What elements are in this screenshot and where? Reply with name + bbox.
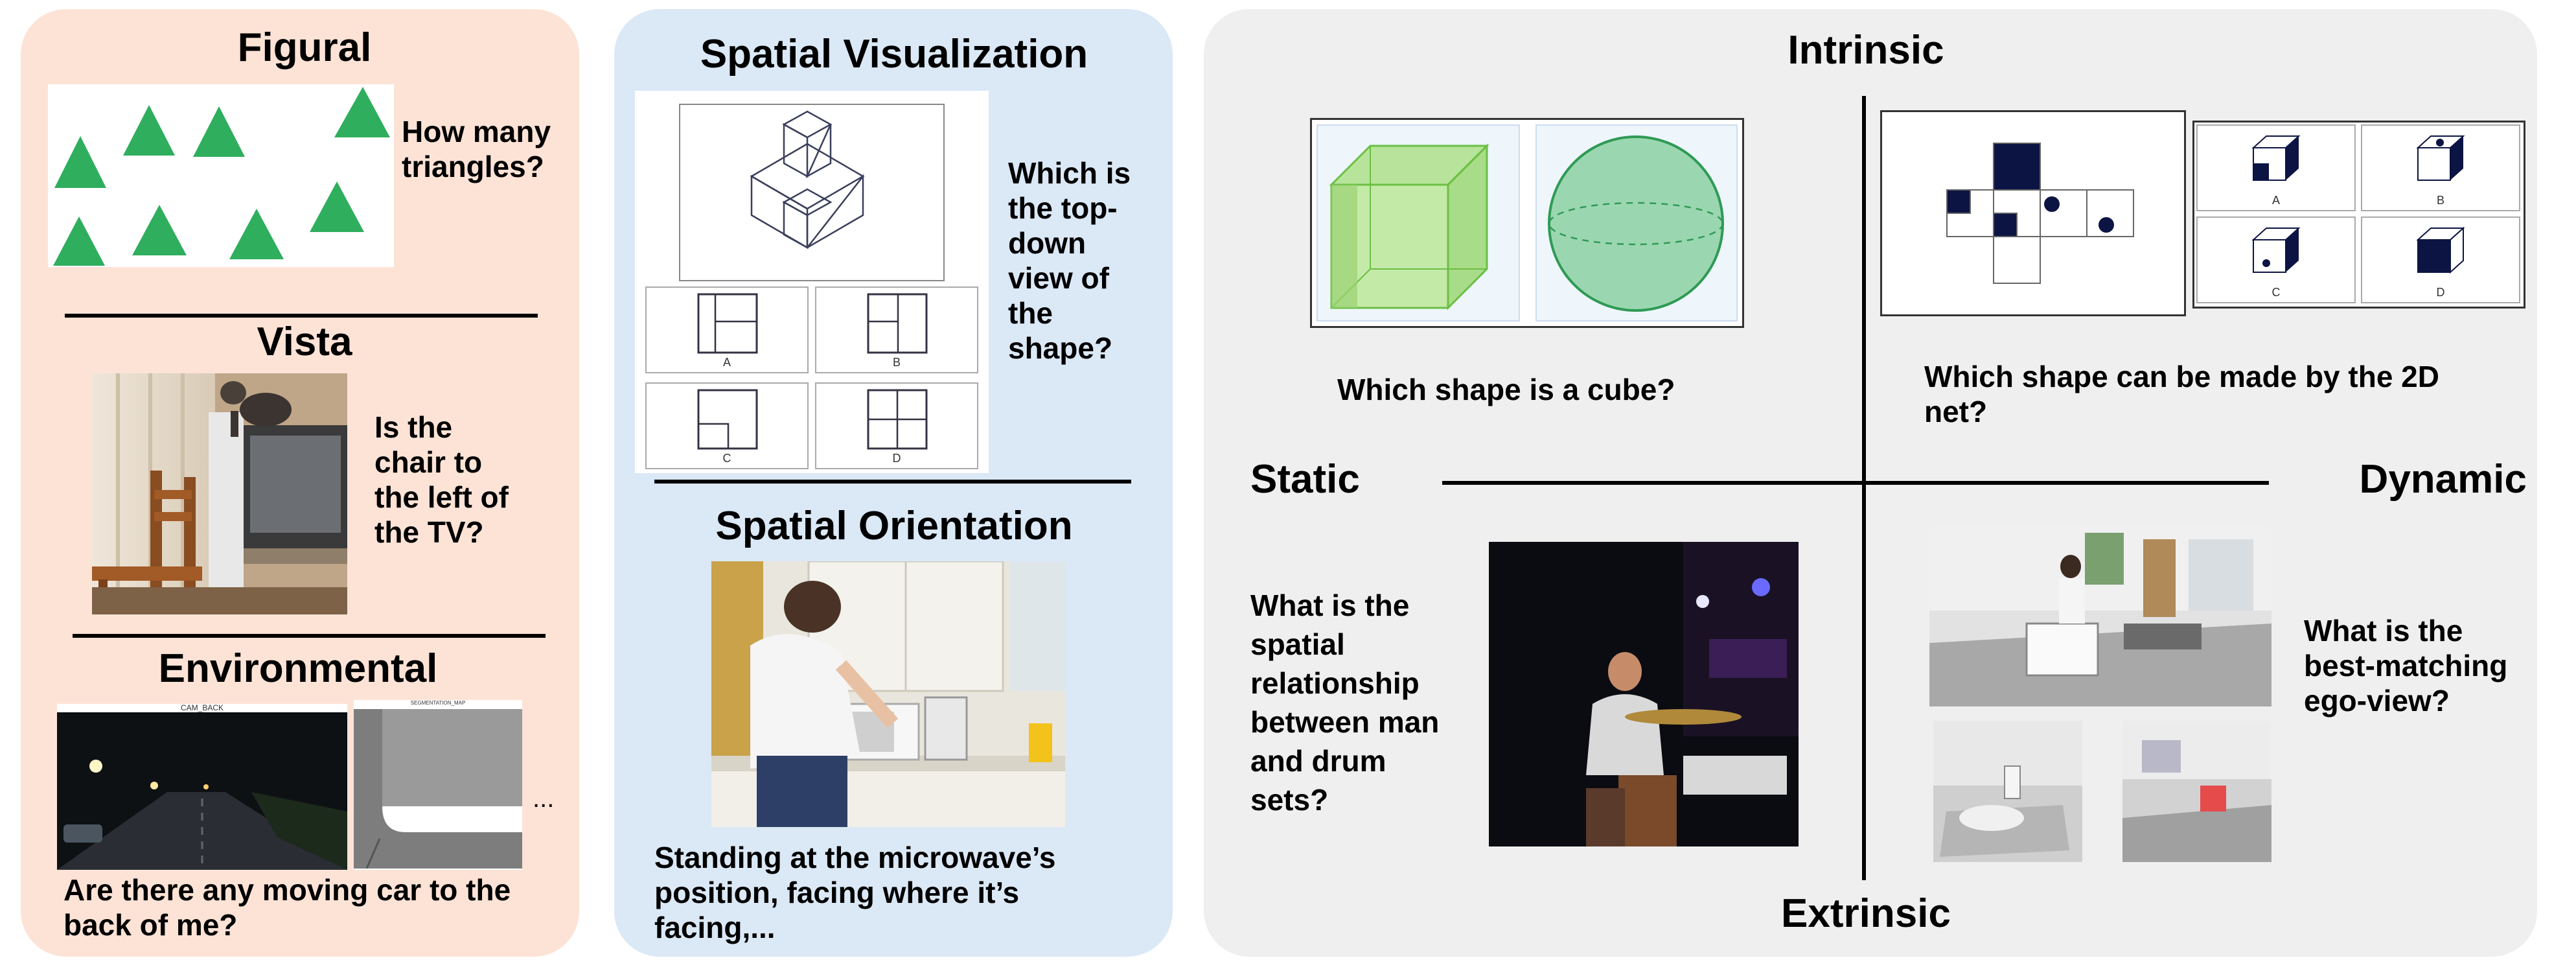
sphere-shape: [1548, 135, 1724, 312]
option-label: A: [2271, 194, 2280, 207]
person-figure: [2059, 555, 2085, 624]
net-option-d[interactable]: D: [2361, 216, 2520, 303]
triangle-shape: [132, 205, 187, 255]
net-option-a[interactable]: A: [2196, 124, 2356, 211]
vertical-axis: [1862, 96, 1866, 880]
woman-figure: [750, 581, 899, 827]
cube-sphere-image: [1310, 118, 1744, 328]
triangles-figure: [53, 87, 390, 266]
horizontal-axis: [1442, 481, 2269, 485]
triangle-shape: [193, 106, 245, 157]
view-option-a[interactable]: A: [645, 286, 809, 373]
cube-question: Which shape is a cube?: [1337, 373, 1675, 406]
ego-view-question: What is the best-matching ego-view?: [2304, 614, 2508, 718]
triangle-shape: [229, 209, 284, 259]
ellipsis-text: ...: [533, 784, 555, 813]
option-label: D: [2436, 286, 2445, 299]
drum-question: What is the spatial relationship between…: [1250, 589, 1440, 817]
figural-title: Figural: [237, 25, 372, 70]
drummer-photo: [1489, 542, 1799, 846]
intrinsic-label: Intrinsic: [1788, 28, 1944, 73]
triangles-image: [48, 84, 394, 267]
divider-line: [73, 634, 546, 638]
option-label: C: [2271, 286, 2281, 299]
view-option-d[interactable]: D: [815, 382, 978, 469]
net-image: [1880, 110, 2186, 316]
kitchen-wide-photo: [1929, 526, 2271, 706]
option-label: B: [892, 356, 901, 369]
map-label: SEGMENTATION_MAP: [410, 700, 466, 706]
static-label: Static: [1250, 457, 1360, 502]
triangle-shape: [53, 216, 105, 266]
vista-question: Is the chair to the left of the TV?: [374, 410, 509, 549]
spatial-visualization-title: Spatial Visualization: [700, 32, 1088, 76]
chair-figure: [92, 471, 202, 614]
environmental-question: Are there any moving car to the back of …: [63, 873, 511, 942]
spatial-orientation-question: Standing at the microwave’s position, fa…: [654, 841, 1056, 944]
cube-shape: [1329, 143, 1489, 310]
ego-view-photo: [1933, 721, 2082, 862]
triangle-shape: [54, 136, 106, 188]
camera-back-photo: CAM_BACK: [57, 704, 347, 870]
divider-line: [65, 314, 538, 318]
room-photo: [92, 373, 347, 614]
option-label: D: [892, 452, 901, 465]
kitchen-photo: [711, 561, 1065, 827]
option-label: C: [722, 452, 731, 465]
view-option-c[interactable]: C: [645, 382, 809, 469]
dynamic-label: Dynamic: [2359, 457, 2527, 502]
camera-label: CAM_BACK: [57, 704, 347, 712]
spatial-visualization-question: Which is the top-down view of the shape?: [1008, 156, 1131, 365]
extrinsic-label: Extrinsic: [1781, 891, 1951, 936]
cat-figure: [220, 381, 292, 437]
segmentation-map: SEGMENTATION_MAP: [354, 700, 522, 870]
divider-line: [654, 480, 1131, 484]
view-option-b[interactable]: B: [815, 286, 978, 373]
option-label: A: [722, 356, 731, 369]
option-label: B: [2436, 194, 2444, 207]
triangle-shape: [334, 87, 390, 137]
net-question: Which shape can be made by the 2D net?: [1924, 360, 2439, 428]
triangle-shape: [123, 105, 175, 156]
vista-title: Vista: [257, 320, 352, 364]
isometric-shape-box: [679, 104, 945, 281]
triangle-shape: [310, 181, 364, 232]
net-option-c[interactable]: C: [2196, 216, 2356, 303]
ego-view-photo: [2122, 721, 2271, 862]
environmental-title: Environmental: [158, 646, 438, 691]
spatial-orientation-title: Spatial Orientation: [715, 504, 1073, 548]
figural-question: How many triangles?: [402, 115, 551, 183]
net-option-b[interactable]: B: [2361, 124, 2520, 211]
